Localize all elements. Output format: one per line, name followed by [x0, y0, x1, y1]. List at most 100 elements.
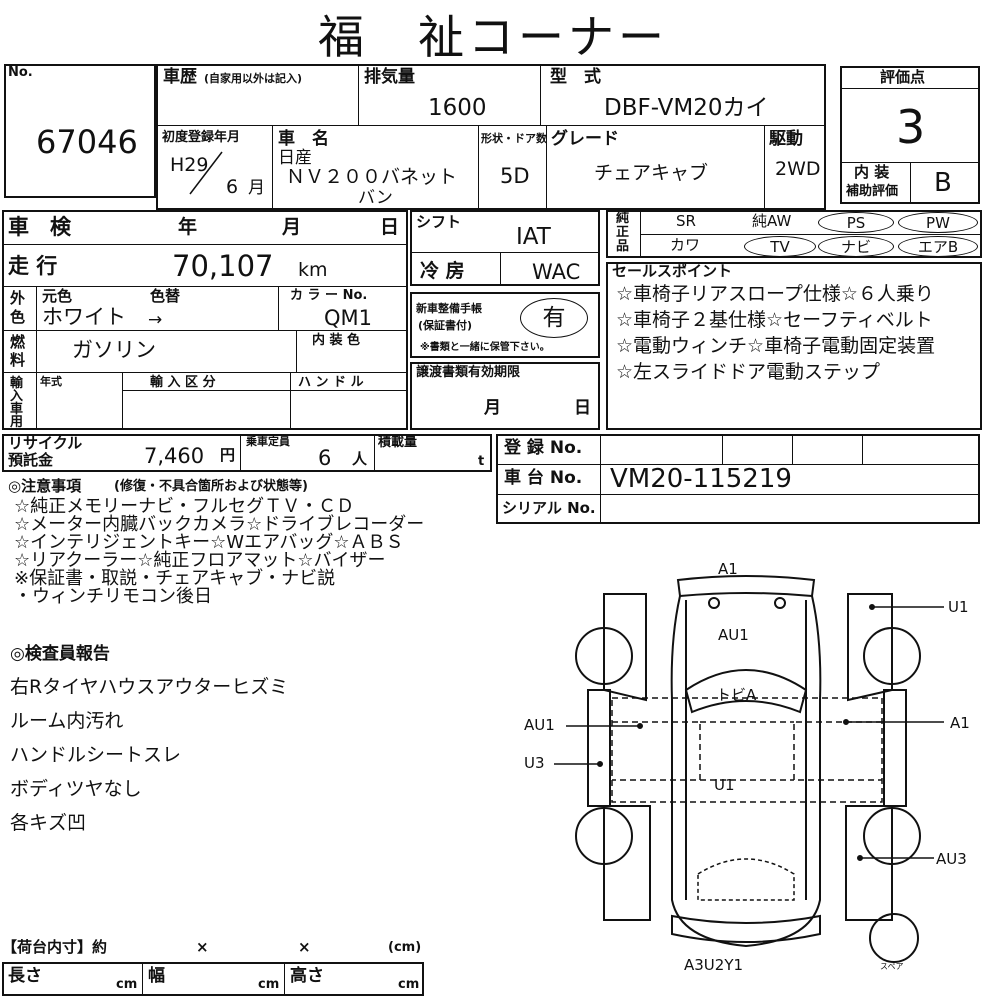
- displacement-label: 排気量: [364, 67, 415, 87]
- page-title: 福 祉コーナー: [318, 10, 668, 64]
- color-change-label: 色替: [150, 287, 181, 305]
- cargo-unit: (cm): [388, 940, 422, 955]
- equip-sr: SR: [676, 212, 696, 230]
- mileage-value: 70,107: [172, 249, 274, 283]
- transfer-box: [410, 362, 600, 430]
- diag-hood: AU1: [718, 626, 749, 644]
- inspection-label: 車 検: [8, 215, 71, 239]
- note-line: ※保証書・取説・チェアキャブ・ナビ説: [14, 568, 336, 589]
- sales-line: ☆電動ウィンチ☆車椅子電動固定装置: [616, 335, 936, 357]
- color-orig-label: 元色: [42, 287, 73, 305]
- cargo-length-label: 長さ: [8, 966, 42, 986]
- capacity-unit: 人: [352, 450, 368, 468]
- shift-value: IAT: [516, 224, 551, 250]
- inspection-month: 月: [282, 216, 302, 238]
- cargo-box: [2, 962, 424, 996]
- registration-label: 登 録 No.: [504, 438, 583, 458]
- note-line: ・ウィンチリモコン後日: [14, 586, 212, 607]
- first-reg-slash: [189, 151, 223, 195]
- equipment-label-3: 品: [616, 239, 630, 254]
- lot-number: 67046: [36, 123, 138, 161]
- transfer-label: 譲渡書類有効期限: [416, 365, 521, 380]
- mileage-label: 走 行: [8, 254, 58, 278]
- first-reg-month: 6: [226, 176, 239, 198]
- chassis-value: VM20-115219: [610, 464, 792, 494]
- maintenance-value: 有: [520, 298, 588, 338]
- equipment-label-1: 純: [616, 211, 630, 226]
- model-label: 型 式: [550, 67, 601, 87]
- import-year-label: 年式: [40, 375, 62, 388]
- maintenance-box: [410, 292, 600, 358]
- load-label: 積載量: [378, 435, 418, 450]
- color-arrow: →: [148, 310, 163, 330]
- chassis-label: 車 台 No.: [504, 468, 583, 488]
- note-line: ☆インテリジェントキー☆Wエアバッグ☆ＡＢＳ: [14, 532, 404, 553]
- first-reg-label: 初度登録年月: [162, 130, 241, 145]
- sales-line: ☆車椅子２基仕様☆セーフティベルト: [616, 309, 933, 331]
- report-line: 右Rタイヤハウスアウターヒズミ: [10, 676, 289, 698]
- interior-label-1: 内 装: [854, 163, 890, 181]
- grade-value: チェアキャブ: [594, 162, 709, 184]
- spec-box: [2, 210, 408, 430]
- sales-line: ☆車椅子リアスロープ仕様☆６人乗り: [616, 283, 934, 305]
- color-code: QM1: [324, 306, 373, 330]
- shift-ac-box: [410, 210, 600, 286]
- score-label: 評価点: [880, 68, 926, 86]
- maintenance-label-2: (保証書付): [418, 319, 473, 332]
- sales-label: セールスポイント: [612, 262, 733, 280]
- cargo-x-1: ×: [196, 938, 209, 956]
- fuel-value: ガソリン: [72, 338, 156, 362]
- fuel-label-2: 料: [10, 351, 26, 369]
- transfer-day: 日: [574, 398, 591, 418]
- note-line: ☆リアクーラー☆純正フロアマット☆バイザー: [14, 550, 386, 571]
- equip-tv: TV: [744, 236, 816, 257]
- recycle-label-1: リサイクル: [8, 434, 83, 452]
- note-line: ☆メーター内臓バックカメラ☆ドライブレコーダー: [14, 514, 425, 535]
- car-name-label: 車 名: [278, 129, 329, 149]
- cargo-x-2: ×: [298, 938, 311, 956]
- doors-value: 5D: [500, 164, 530, 188]
- cargo-height-unit: cm: [398, 977, 420, 992]
- car-name-2: バン: [358, 188, 393, 208]
- equip-navi: ナビ: [818, 236, 894, 257]
- sales-line: ☆左スライドドア電動ステップ: [616, 361, 881, 383]
- shift-label: シフト: [416, 213, 462, 231]
- equip-aw: 純AW: [752, 212, 792, 230]
- diag-roof: U1: [714, 776, 735, 794]
- diag-front: A1: [718, 560, 738, 578]
- score-value: 3: [896, 100, 926, 154]
- color-code-label: カ ラ ー No.: [290, 288, 368, 303]
- recycle-value: 7,460: [144, 444, 205, 468]
- maintenance-note: ※書類と一緒に保管下さい。: [420, 342, 550, 353]
- diag-spare: スペア: [880, 962, 904, 971]
- car-name: ＮＶ２００バネット: [286, 166, 458, 188]
- registration-box: [496, 434, 980, 524]
- recycle-box: [2, 434, 492, 472]
- recycle-label-2: 預託金: [8, 451, 54, 469]
- report-label: ◎検査員報告: [10, 644, 110, 664]
- color-label-2: 色: [10, 308, 26, 326]
- ac-value: WAC: [532, 260, 581, 284]
- model-value: DBF-VM20カイ: [604, 95, 769, 121]
- inspection-day: 日: [380, 216, 400, 238]
- drive-value: 2WD: [775, 158, 821, 180]
- report-line: ハンドルシートスレ: [10, 744, 182, 766]
- drive-label: 駆動: [769, 129, 803, 149]
- equip-airbag: エアB: [898, 236, 978, 257]
- recycle-unit: 円: [220, 446, 236, 464]
- capacity-value: 6: [318, 446, 332, 470]
- cargo-height-label: 高さ: [290, 966, 324, 986]
- ac-label: 冷 房: [420, 260, 465, 282]
- doors-label: 形状・ドア数: [481, 132, 547, 145]
- displacement-value: 1600: [428, 95, 487, 121]
- transfer-month: 月: [484, 398, 501, 418]
- vehicle-info-box: [156, 64, 826, 210]
- fuel-label-1: 燃: [10, 333, 26, 351]
- car-maker: 日産: [278, 148, 312, 168]
- color-value: ホワイト: [42, 305, 126, 329]
- diag-left-sill: U3: [524, 754, 545, 772]
- cargo-width-label: 幅: [148, 966, 165, 986]
- equip-leather: カワ: [670, 236, 701, 254]
- cargo-length-unit: cm: [116, 977, 138, 992]
